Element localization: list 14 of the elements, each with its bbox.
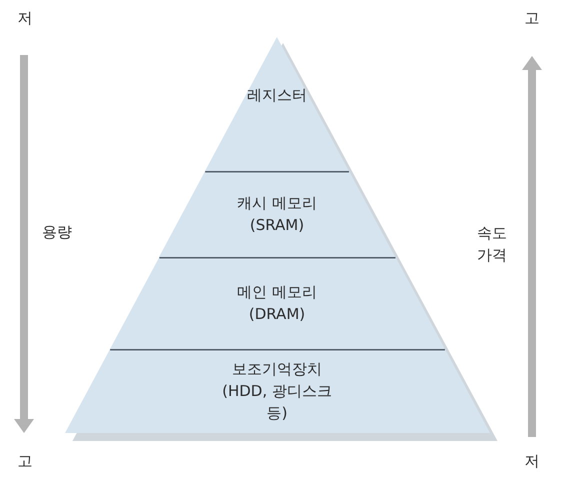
pyramid-level	[158, 171, 396, 257]
pyramid-level	[205, 37, 349, 171]
scale-label: 저	[524, 451, 540, 472]
level-label: 캐시 메모리 (SRAM)	[236, 193, 318, 236]
scale-label: 고	[18, 451, 32, 472]
level-label: 레지스터	[246, 85, 307, 106]
scale-label: 고	[524, 8, 540, 29]
scale-label: 저	[18, 8, 32, 29]
axis-label: 용량	[42, 222, 72, 243]
axis-label: 속도 가격	[476, 223, 508, 266]
level-label: 메인 메모리 (DRAM)	[236, 282, 318, 325]
level-label: 보조기억장치 (HDD, 광디스크 등)	[221, 359, 333, 424]
pyramid-level	[110, 257, 444, 349]
pyramid-level	[64, 349, 490, 433]
